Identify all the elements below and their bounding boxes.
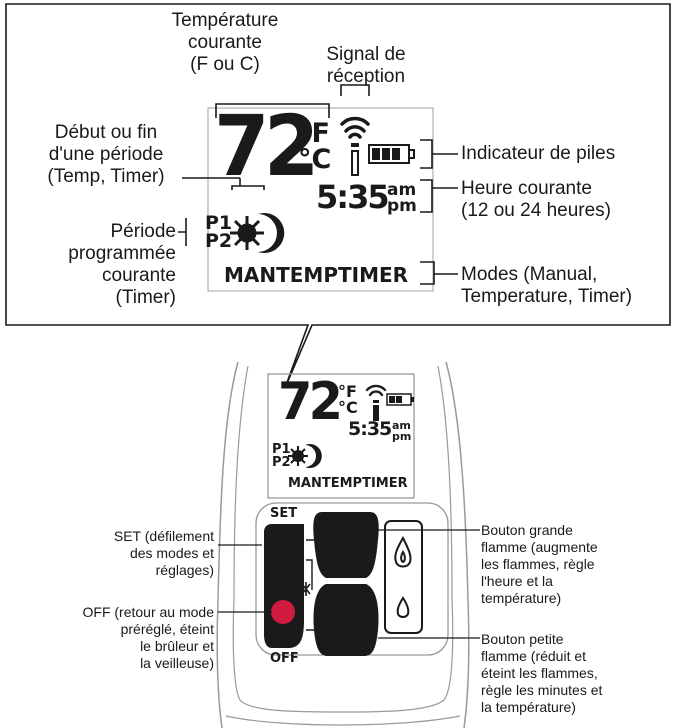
signal-bar [351,143,359,147]
leader-current-period [178,218,187,246]
callout-line: (Timer) [115,287,177,308]
small-flame-button[interactable] [313,584,379,656]
set-off-button[interactable] [264,524,304,648]
set-label: SET [270,506,298,521]
callout-current-period: Période programmée courante (Timer) [22,221,176,309]
callout-small-flame: Bouton petite flamme (réduit et éteint l… [481,631,671,716]
flame-icons-panel [384,520,423,634]
star-icon [301,582,311,596]
lcd-p1: P1 [205,212,233,234]
callout-line: température) [481,590,562,606]
lcd-p2: P2 [205,230,233,252]
callout-battery: Indicateur de piles [461,143,666,165]
callout-line: Temperature, Timer) [461,286,633,307]
callout-line: (Temp, Timer) [47,166,165,187]
callout-line: Début ou fin [54,122,158,143]
callout-line: éteint les flammes, [481,665,598,681]
lcd-unit-f: °F [298,118,330,149]
lcd-temperature: 72 [214,97,319,195]
lcd-time: 5:35 [316,178,390,216]
callout-line: Indicateur de piles [461,143,616,164]
callout-signal: Signal de réception [306,44,426,88]
large-flame-icon [394,535,412,568]
off-label: OFF [270,651,299,666]
remote-lcd-am: am [392,419,411,432]
callout-modes: Modes (Manual, Temperature, Timer) [461,264,666,308]
callout-line: (F ou C) [190,54,260,75]
callout-line: d'une période [48,144,164,165]
callout-line: courante [188,32,262,53]
button-connector [306,539,314,631]
callout-off: OFF (retour au mode préréglé, éteint le … [30,604,215,672]
battery-icon [368,144,415,164]
remote-body [216,361,470,728]
lcd-am: am [387,180,417,200]
remote-lcd-pm: pm [392,430,412,443]
callout-line: courante [102,265,176,286]
callout-set: SET (défilement des modes et réglages) [70,528,214,579]
callout-line: Signal de [326,44,406,65]
leader-period-edge [182,177,265,190]
remote-lcd-window [267,373,415,499]
callout-line: le brûleur et [140,638,214,654]
signal-icon [340,116,370,139]
callout-line: la veilleuse) [140,655,214,671]
remote-lcd-unit-c: °C [338,398,358,417]
remote-battery-icon [386,393,414,406]
lcd-frame [207,107,434,292]
callout-line: l'heure et la [481,573,553,589]
remote-lcd-p2: P2 [272,455,291,470]
callout-period-edge: Début ou fin d'une période (Temp, Timer) [20,122,192,188]
remote-lcd-p1: P1 [272,442,291,457]
callout-line: réception [326,66,406,87]
remote-inner-left [232,365,454,713]
remote-bottom-curve [225,715,461,726]
callout-box [5,3,671,389]
callout-line: Modes (Manual, [461,264,598,285]
callout-line: SET (défilement [113,528,214,544]
callout-line: flamme (augmente [481,539,598,555]
small-flame-icon [396,596,410,618]
callout-line: les flammes, règle [481,556,595,572]
callout-current-time: Heure courante (12 ou 24 heures) [461,178,666,222]
callout-line: Période [110,221,177,242]
bracket-battery [420,139,458,169]
bracket-modes [420,261,458,285]
callout-line: la température) [481,699,576,715]
sun-moon-icon [230,213,285,253]
callout-line: réglages) [155,562,214,578]
callout-line: règle les minutes et [481,682,603,698]
remote-lcd-modes: MANTEMPTIMER [288,476,408,491]
callout-line: préréglé, éteint [120,621,214,637]
callout-line: des modes et [129,545,214,561]
lcd-unit-c: °C [298,144,332,175]
callout-line: Bouton grande [481,522,573,538]
bracket-signal [340,84,370,96]
lcd-pm: pm [387,196,417,216]
remote-lcd-time: 5:35 [348,418,392,440]
bracket-temp [215,103,330,118]
bracket-time [420,179,458,213]
lcd-modes: MANTEMPTIMER [224,263,409,287]
off-dot [271,600,295,624]
remote-lcd-unit-f: °F [338,382,357,401]
callout-line: OFF (retour au mode [82,604,215,620]
big-flame-button[interactable] [313,512,379,578]
callout-big-flame: Bouton grande flamme (augmente les flamm… [481,522,671,607]
callout-line: Heure courante [461,178,592,199]
callout-line: programmée [68,243,176,264]
callout-line: flamme (réduit et [481,648,587,664]
callout-current-temp: Température courante (F ou C) [150,10,300,76]
remote-sun-moon-icon [288,444,322,468]
remote-lcd-temperature: 72 [278,372,343,432]
remote-signal-icon [365,384,387,397]
callout-line: (12 ou 24 heures) [461,200,611,221]
callout-line: Température [171,10,279,31]
callout-line: Bouton petite [481,631,564,647]
